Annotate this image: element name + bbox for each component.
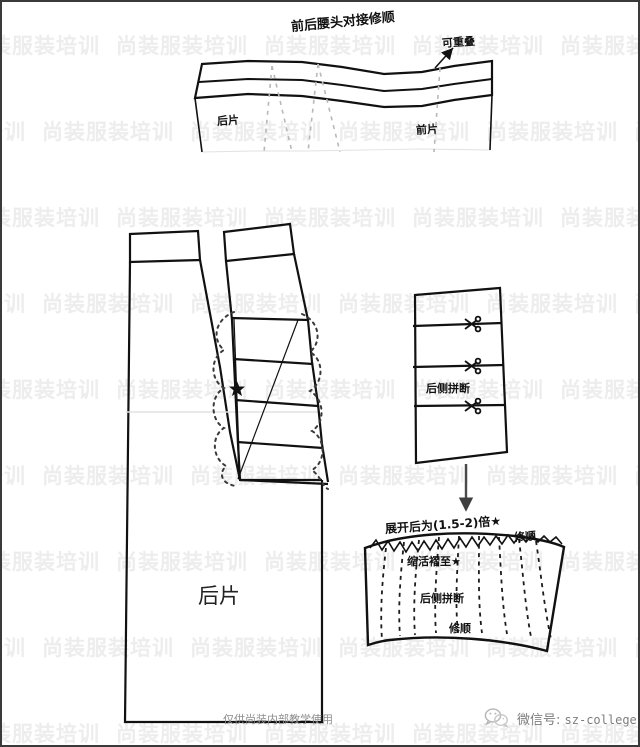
scissors-icon: [464, 357, 482, 375]
pivot-line-1: [237, 319, 299, 480]
waistband-dart-guides: [263, 63, 441, 153]
wechat-id: sz-college: [564, 713, 637, 727]
waistband-left-edge: [194, 97, 203, 153]
right-upper-outline: [413, 286, 509, 465]
main-panel-body-outline: [123, 261, 324, 724]
wechat-label: 微信号: sz-college: [517, 709, 637, 728]
main-panel-label: 后片: [198, 584, 240, 608]
wechat-icon: [484, 708, 509, 729]
side-panel-slash-1: [230, 316, 310, 322]
right-upper-cut-3: [413, 403, 507, 408]
smooth-note-top: 修顺: [513, 529, 537, 544]
wechat-label-text: 微信号:: [517, 713, 561, 728]
waistband-outline: [193, 59, 494, 109]
star-marker-main: [229, 381, 245, 397]
scissors-icon: [464, 397, 482, 415]
right-upper-panel-label: 后侧拼断: [426, 382, 470, 395]
waistband-divider: [198, 77, 493, 93]
side-panel-slash-2: [232, 357, 314, 366]
side-panel-slash-3: [234, 398, 319, 408]
overlap-note: 可重叠: [441, 34, 476, 50]
waistband-right-edge: [489, 94, 493, 151]
gather-zigzag: [369, 533, 563, 554]
side-panel-waistband: [222, 222, 296, 263]
side-panel-hem-line: [239, 478, 329, 486]
right-upper-cut-2: [412, 363, 505, 369]
right-lower-panel-label: 后侧拼断: [420, 592, 464, 605]
right-lower-panel: [363, 532, 566, 653]
main-panel-waistband: [128, 229, 202, 264]
right-lower-outline: [363, 532, 566, 653]
main-panel-side-seam: [198, 259, 322, 482]
scissors-marks: [464, 315, 482, 415]
smooth-note-bottom: 修顺: [449, 622, 471, 635]
waistband-assembly: [193, 59, 494, 153]
right-upper-panel: [412, 286, 509, 465]
gather-pleat-note: 缩活褶至★: [407, 555, 461, 568]
overlap-leader-line: [434, 47, 454, 69]
scissors-icon: [464, 315, 482, 333]
waistband-front-label: 前片: [415, 122, 439, 137]
usage-note: 仅供尚装内部教学使用: [223, 713, 333, 726]
pivot-line-3: [233, 318, 241, 480]
waistband-back-label: 后片: [216, 113, 240, 128]
gather-cloud-outline: [212, 311, 329, 490]
expansion-dashed-lines: [380, 535, 552, 641]
right-upper-cut-1: [412, 321, 503, 328]
pivot-line-2: [234, 361, 240, 480]
waistband-bottom-sweep: [201, 148, 491, 153]
main-back-panel: [123, 229, 324, 724]
